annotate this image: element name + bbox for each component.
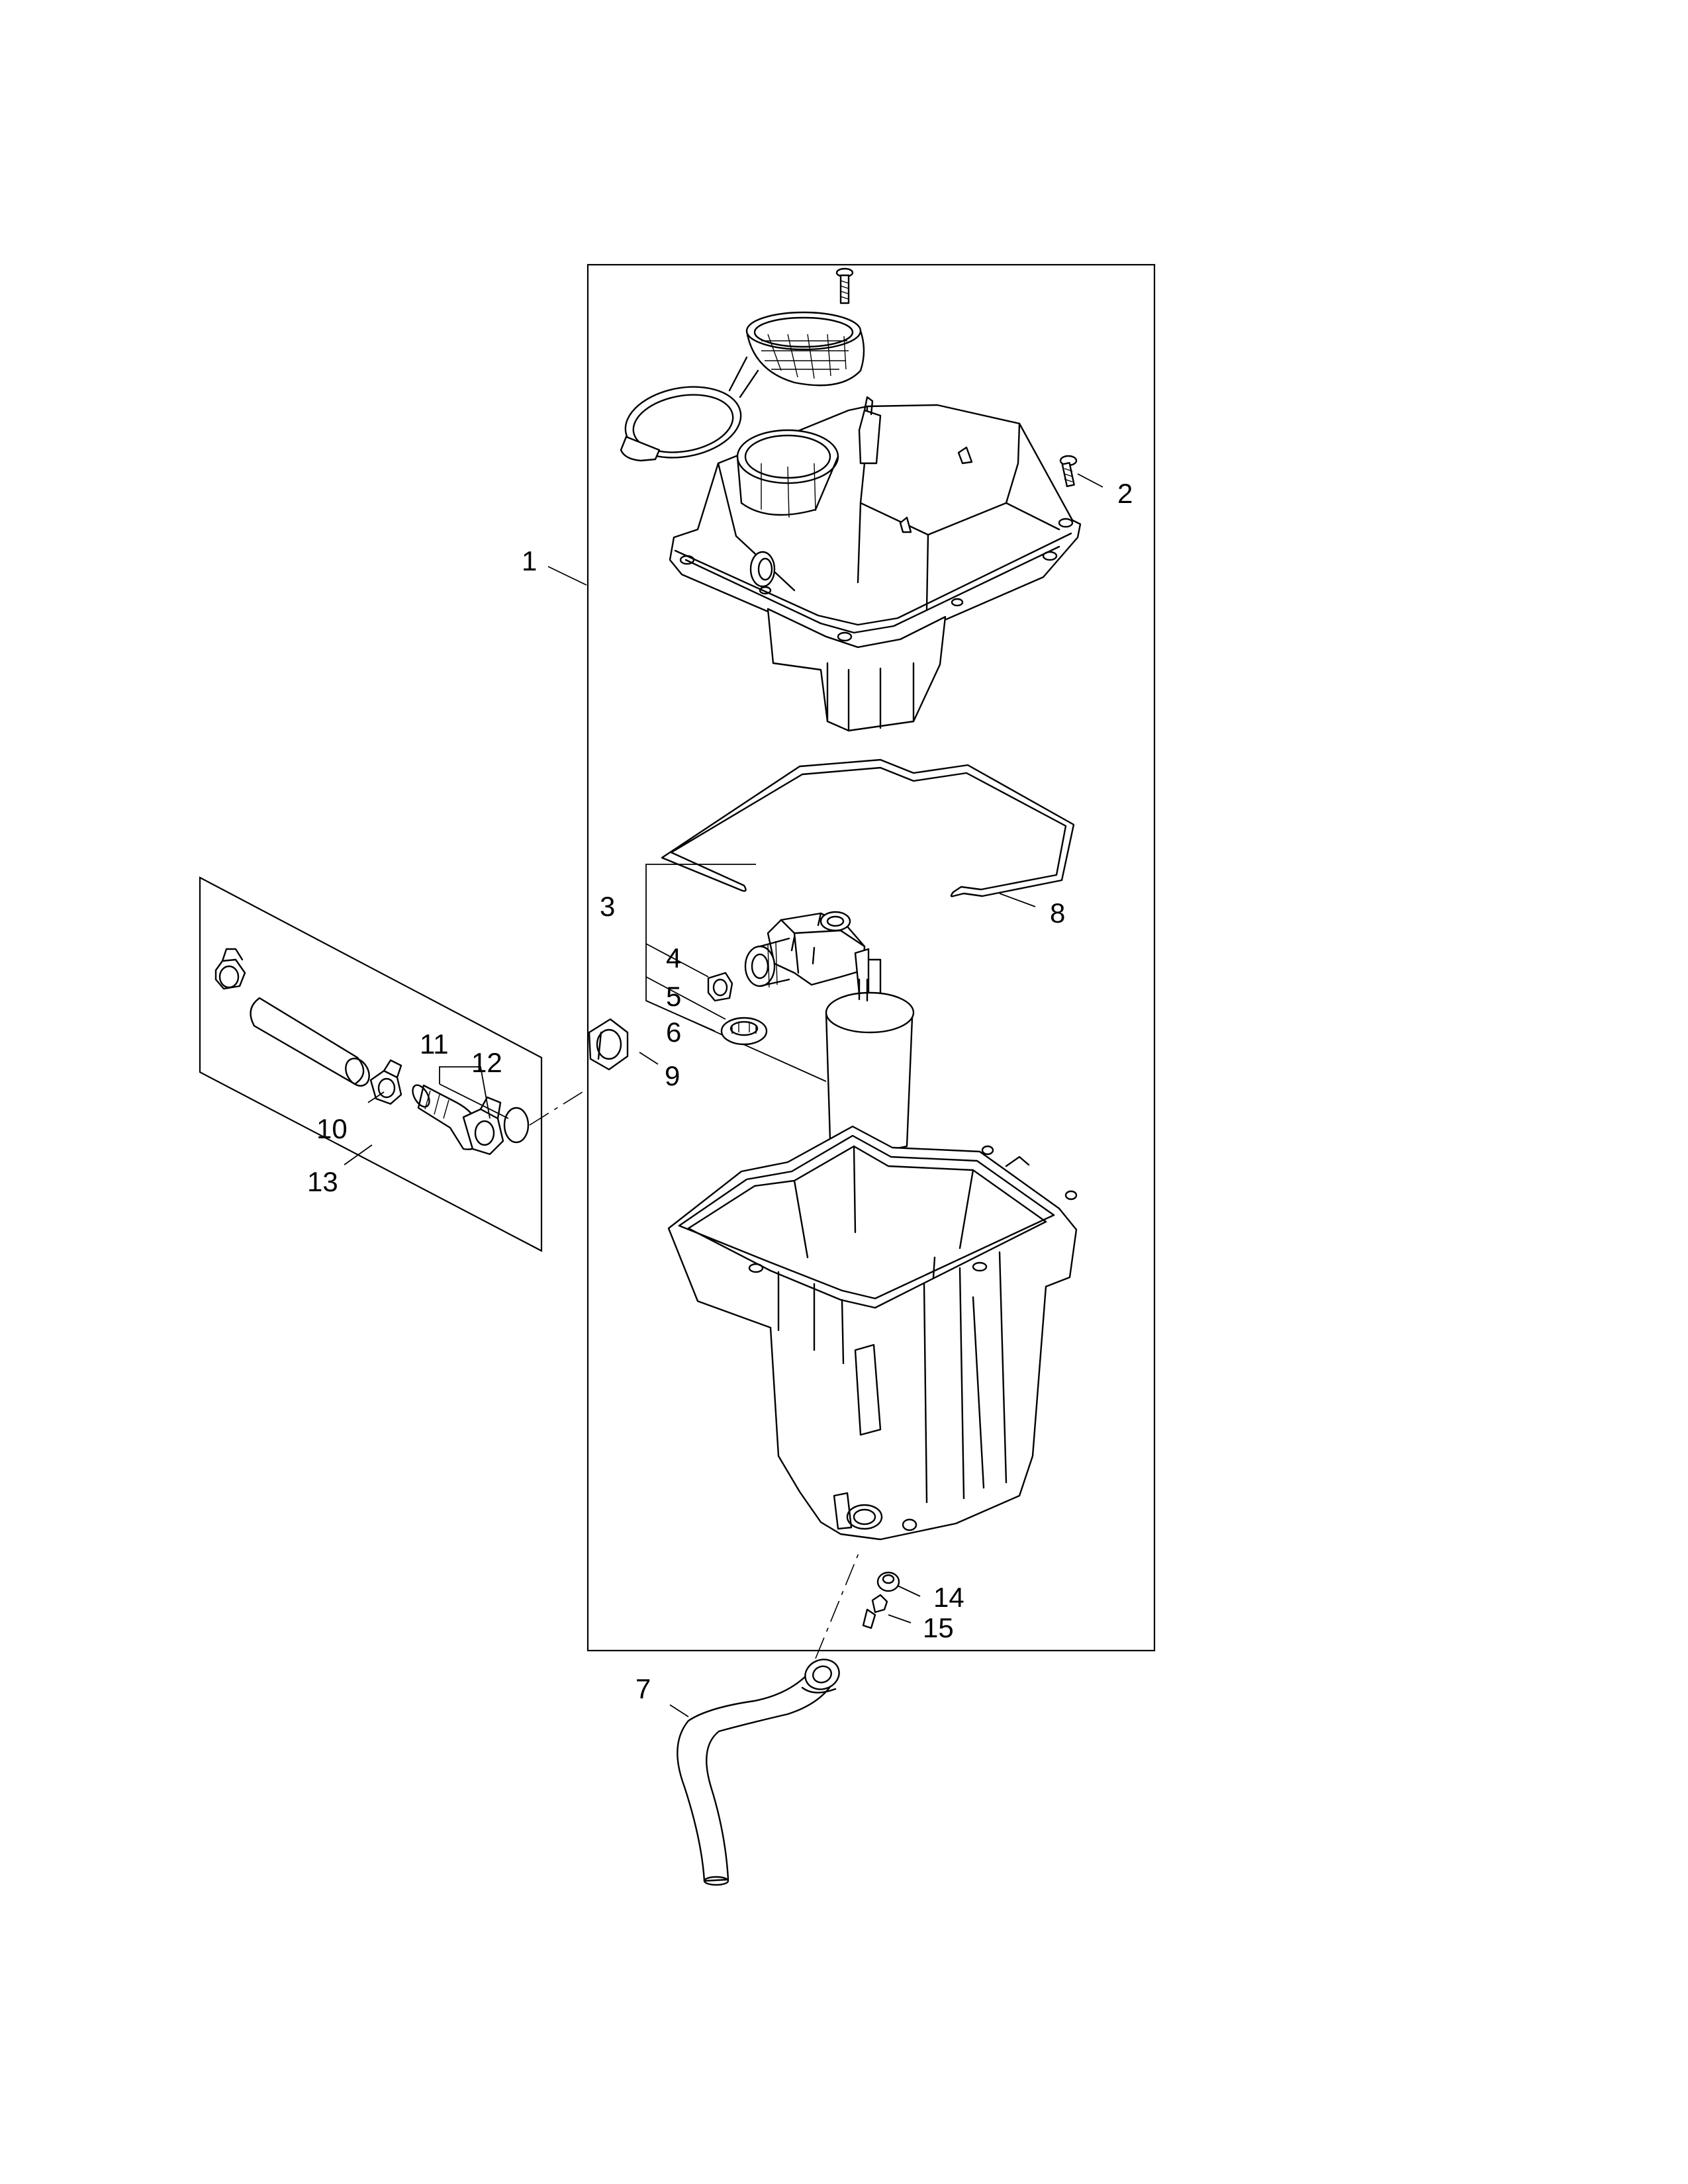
main-assembly-frame [586,263,1156,1652]
callout-1: 1 [522,545,537,576]
centerline-hose-kit [529,1091,583,1126]
callout-10: 10 [316,1113,348,1144]
callout-6: 6 [666,1017,681,1048]
float [825,978,915,1152]
callout-15: 15 [923,1612,954,1643]
callout-2: 2 [1117,478,1133,509]
fitting-15 [862,1594,888,1629]
callout-9: 9 [665,1060,680,1091]
lid-seal-ring [620,386,742,462]
top-screw [835,267,854,304]
callout-7: 7 [635,1673,651,1704]
centerline-drain [815,1548,861,1659]
drain-hose-7 [677,1659,840,1886]
callout-8: 8 [1050,897,1065,929]
leader-lines [344,473,1103,1717]
callout-3: 3 [600,891,615,922]
upper-housing [669,396,1082,732]
lower-tank [667,1125,1078,1541]
hose-kit-frame [199,876,543,1252]
plug-14 [876,1571,900,1592]
lock-nut-9 [588,1018,629,1071]
float-valve [744,911,882,995]
screw-2 [1059,455,1078,488]
strainer-basket [728,311,865,398]
callout-5: 5 [666,981,681,1012]
callout-13: 13 [307,1166,338,1197]
washer-5 [720,1017,768,1046]
callout-12: 12 [471,1047,502,1078]
nut-4 [707,972,733,1002]
callout-4: 4 [666,942,681,974]
callout-14: 14 [933,1582,964,1613]
callouts: 1 2 3 4 5 6 7 8 9 10 11 12 13 14 15 [307,478,1133,1704]
gasket-8 [661,758,1075,897]
callout-11: 11 [420,1028,449,1060]
